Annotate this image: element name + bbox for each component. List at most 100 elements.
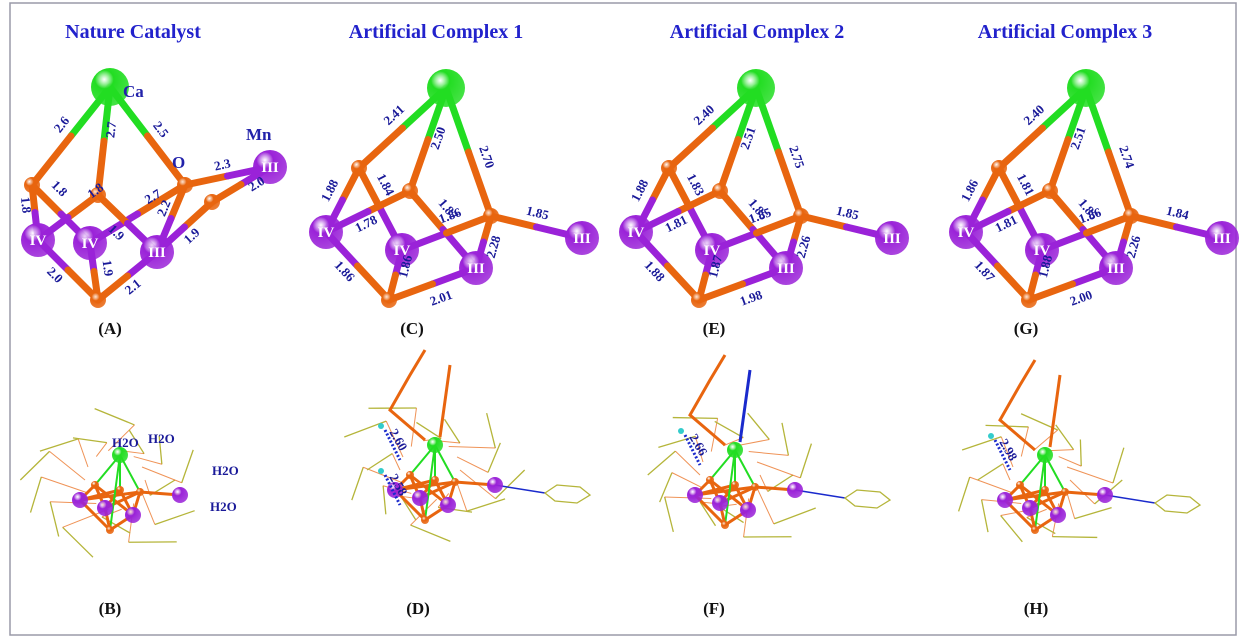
manganese-atom: [997, 492, 1013, 508]
oxygen-atom: [451, 478, 459, 486]
ligand-wire: [141, 466, 182, 484]
manganese-atom: [487, 477, 503, 493]
oxygen-atom: [431, 476, 439, 484]
ligand-wire: [41, 476, 89, 494]
ligand-wire: [1058, 456, 1082, 467]
bond-length-label: 2.7: [102, 120, 119, 138]
axial-ligand: [438, 364, 452, 438]
bond-half: [134, 181, 189, 218]
ligand-wire: [773, 507, 816, 525]
panel-label-g: (G): [1014, 319, 1039, 338]
bond: [109, 454, 121, 531]
manganese-atom: [740, 502, 756, 518]
manganese-atom: [787, 482, 803, 498]
oxygen-atom: [731, 481, 739, 489]
ligand-wire: [366, 452, 393, 471]
oxidation-state: III: [148, 245, 166, 261]
water-label: H2O: [210, 499, 237, 514]
ligand-wire: [1055, 424, 1075, 451]
manganese-atom: [687, 487, 703, 503]
oxidation-state: III: [883, 231, 901, 247]
ligand-wire: [29, 476, 42, 513]
oxidation-state: III: [573, 231, 591, 247]
ligand-wire: [39, 438, 79, 452]
bond-length-label: 2.00: [1068, 287, 1095, 309]
ligand-wire: [799, 443, 813, 479]
oxygen-atom: [136, 488, 144, 496]
bond-length-label: 1.81: [1014, 171, 1038, 198]
manganese-atom: [769, 251, 803, 285]
oxygen-atom: [661, 160, 677, 176]
bond-length-label: 1.87: [705, 253, 725, 279]
ligand-wire: [391, 453, 401, 471]
ligand-wire: [977, 463, 1004, 481]
calcium-atom: [91, 68, 129, 106]
manganese-atom: [1022, 500, 1038, 516]
pyridine-ring: [843, 489, 892, 509]
ligand-wire: [448, 446, 496, 449]
water-label: H2O: [112, 435, 139, 450]
bond-length-label: 2.01: [428, 287, 455, 309]
ligand-wire: [487, 442, 501, 473]
manganese-atom: [440, 497, 456, 513]
carboxylate-ligand: [688, 354, 727, 447]
bond-length-label: 1.8: [18, 196, 35, 214]
ligand-wire: [781, 422, 790, 456]
manganese-atom: [73, 226, 107, 260]
element-label-o: O: [172, 153, 185, 172]
figure-border: [9, 2, 1237, 636]
ligand-wire: [647, 450, 676, 476]
bond-length-label: 1.9: [99, 259, 116, 278]
calcium-atom: [427, 69, 465, 107]
ligand-wire: [466, 498, 506, 512]
oxidation-state: IV: [704, 243, 721, 259]
bond: [394, 480, 456, 492]
ligand-wire: [94, 407, 135, 426]
bond-half: [465, 148, 495, 220]
panel-label-d: (D): [406, 599, 430, 618]
ligand-wire: [154, 510, 195, 526]
oxygen-atom: [204, 194, 220, 210]
bond-length-label: 1.88: [1035, 253, 1055, 279]
ligand-wire: [62, 526, 94, 558]
bond-length-label: 1.98: [738, 287, 765, 309]
hbond-length-label: 2.66: [686, 431, 711, 459]
ligand-wire: [410, 407, 417, 447]
oxygen-atom: [406, 471, 414, 479]
bond-half: [28, 132, 75, 189]
bond-length-label: 1.83: [684, 171, 708, 199]
bond-half: [716, 136, 742, 195]
bond: [724, 449, 736, 526]
ligand-wire: [714, 420, 744, 439]
oxidation-state: IV: [82, 236, 99, 252]
panel-label-h: (H): [1024, 599, 1049, 618]
ligand-wire: [957, 476, 971, 512]
manganese-atom: [712, 495, 728, 511]
panel-label-f: (F): [703, 599, 725, 618]
ligand-wire: [416, 421, 442, 439]
oxygen-atom: [712, 183, 728, 199]
bond-length-label: 2.2: [154, 198, 174, 219]
oxidation-state: III: [467, 261, 485, 277]
ligand-wire: [694, 436, 704, 463]
bond-length-label: 2.50: [427, 125, 449, 151]
bond-length-label: 2.26: [1123, 233, 1144, 259]
bond-length-label: 2.7: [142, 185, 164, 207]
bond-half: [406, 187, 447, 233]
bond-length-label: 2.70: [476, 144, 498, 170]
bond: [79, 490, 141, 502]
oxygen-atom: [91, 481, 99, 489]
panel-f-structure: 2.66: [647, 354, 892, 538]
bond-half: [1046, 187, 1087, 233]
bond-length-label: 1.84: [1165, 203, 1191, 223]
panel-label-a: (A): [98, 319, 122, 338]
pyridine-bond: [494, 484, 546, 494]
manganese-atom: [1097, 487, 1113, 503]
oxidation-state: III: [1213, 231, 1231, 247]
calcium-atom: [1037, 447, 1053, 463]
ligand-wire: [699, 501, 717, 527]
